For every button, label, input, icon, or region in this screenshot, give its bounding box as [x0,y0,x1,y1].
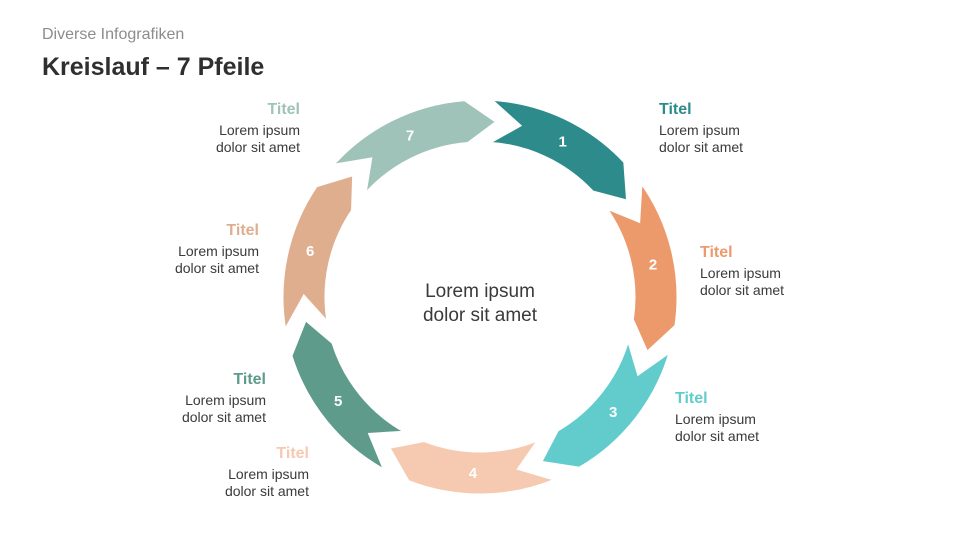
label-2: Titel Lorem ipsum dolor sit amet [700,243,840,299]
label-5-title: Titel [233,371,266,388]
cycle-arrow-2 [601,177,680,356]
label-5: Titel Lorem ipsum dolor sit amet [126,370,266,426]
label-4-line-1: Lorem ipsum [228,466,309,482]
cycle-arrow-5-number: 5 [334,393,342,410]
label-4-title: Titel [276,445,309,462]
label-2-title: Titel [700,244,733,261]
label-5-line-2: dolor sit amet [181,409,266,425]
slide-subtitle: Diverse Infografiken [42,26,185,43]
cycle-arrow-3 [538,333,674,470]
cycle-arrow-4 [386,435,561,497]
label-4: Titel Lorem ipsum dolor sit amet [169,444,309,500]
label-7: Titel Lorem ipsum dolor sit amet [160,100,300,156]
cycle-arrow-1 [482,97,630,204]
cycle-arrow-5 [289,316,412,475]
label-3-text: Lorem ipsum dolor sit amet [675,411,815,445]
label-2-text: Lorem ipsum dolor sit amet [700,265,840,299]
center-text: Lorem ipsum dolor sit amet [380,280,580,328]
slide-title: Kreislauf – 7 Pfeile [42,53,265,81]
label-7-text: Lorem ipsum dolor sit amet [160,122,300,156]
label-4-line-2: dolor sit amet [224,483,309,499]
cycle-arrow-1-number: 1 [558,134,566,151]
cycle-arrow-4-number: 4 [469,465,478,482]
label-6: Titel Lorem ipsum dolor sit amet [119,221,259,277]
label-3: Titel Lorem ipsum dolor sit amet [675,389,815,445]
label-6-line-1: Lorem ipsum [178,243,259,259]
cycle-arrow-7 [327,98,500,200]
label-6-title: Titel [226,222,259,239]
cycle-arrow-6-number: 6 [306,243,314,260]
center-line-1: Lorem ipsum [425,281,535,302]
label-3-line-1: Lorem ipsum [675,411,756,427]
label-3-line-2: dolor sit amet [675,428,760,444]
label-1: Titel Lorem ipsum dolor sit amet [659,100,799,156]
label-2-line-1: Lorem ipsum [700,265,781,281]
label-7-line-1: Lorem ipsum [219,122,300,138]
label-5-line-1: Lorem ipsum [185,392,266,408]
cycle-arrow-2-number: 2 [649,257,657,274]
cycle-arrow-7-number: 7 [406,128,414,145]
label-7-line-2: dolor sit amet [215,139,300,155]
label-5-text: Lorem ipsum dolor sit amet [126,392,266,426]
label-6-text: Lorem ipsum dolor sit amet [119,243,259,277]
label-1-text: Lorem ipsum dolor sit amet [659,122,799,156]
label-1-title: Titel [659,101,692,118]
label-4-text: Lorem ipsum dolor sit amet [169,466,309,500]
cycle-arrow-3-number: 3 [609,404,617,421]
label-6-line-2: dolor sit amet [174,260,259,276]
cycle-arrow-6 [280,172,356,336]
label-7-title: Titel [267,101,300,118]
label-1-line-1: Lorem ipsum [659,122,740,138]
center-line-2: dolor sit amet [422,305,538,326]
label-2-line-2: dolor sit amet [700,282,785,298]
label-1-line-2: dolor sit amet [659,139,744,155]
label-3-title: Titel [675,390,708,407]
